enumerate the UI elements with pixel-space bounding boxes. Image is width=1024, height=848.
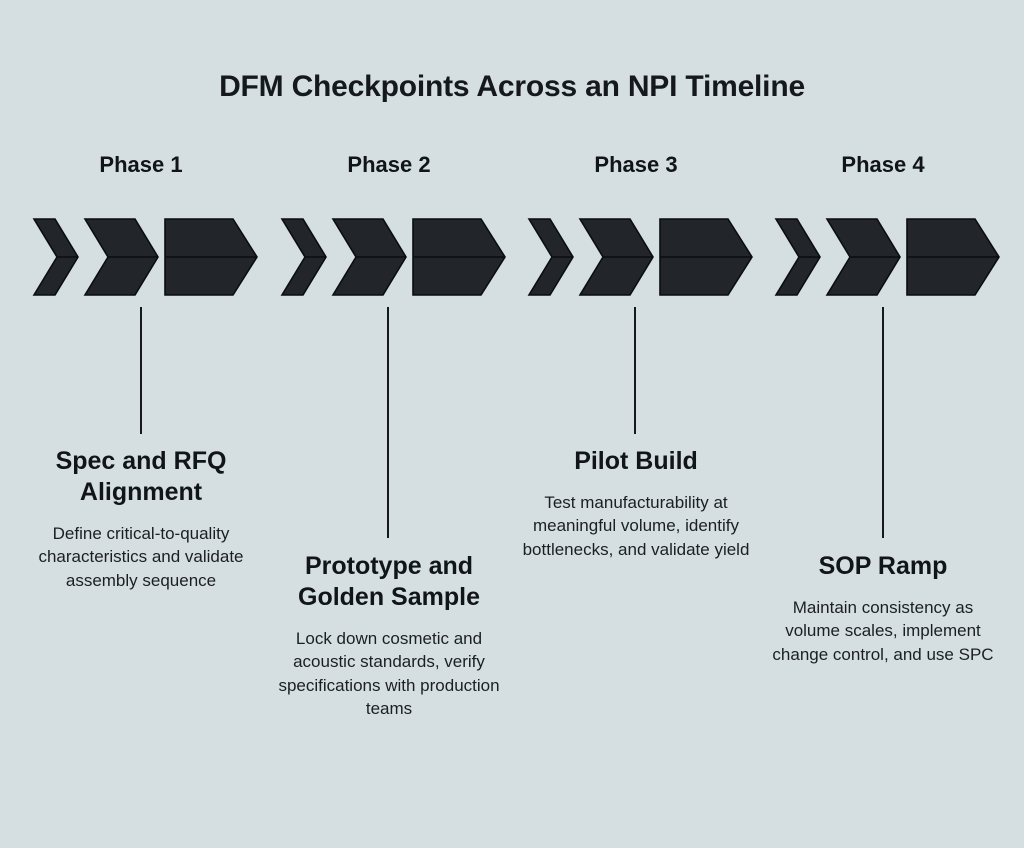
phase-connector-2: [387, 307, 389, 538]
chevron-group-1: [31, 216, 261, 298]
phase-connector-3: [634, 307, 636, 434]
phase-heading-1: Spec and RFQ Alignment: [55, 447, 227, 506]
phase-body-4: Maintain consistency as volume scales, i…: [772, 598, 994, 664]
phase-connector-1: [140, 307, 142, 434]
phase-heading-3: Pilot Build: [574, 447, 698, 475]
phase-connector-4: [882, 307, 884, 538]
phase-text-block-3: Pilot Build Test manufacturability at me…: [514, 446, 758, 561]
chevron-group-3: [526, 216, 756, 298]
phase-column-3: Phase 3 Pilot Build Test manufacturabili…: [508, 0, 764, 848]
phase-heading-2: Prototype and Golden Sample: [298, 552, 480, 611]
phase-column-2: Phase 2 Prototype and Golden Sample Lock…: [261, 0, 517, 848]
page-title: DFM Checkpoints Across an NPI Timeline: [219, 70, 805, 103]
phase-text-block-2: Prototype and Golden Sample Lock down co…: [267, 551, 511, 721]
phase-label-1: Phase 1: [99, 152, 183, 177]
phase-heading-4: SOP Ramp: [818, 552, 948, 580]
chevron-group-4: [773, 216, 1003, 298]
phase-body-1: Define critical-to-quality characteristi…: [38, 524, 244, 590]
phase-label-4: Phase 4: [841, 152, 925, 177]
phase-body-2: Lock down cosmetic and acoustic standard…: [278, 629, 500, 719]
chevron-group-2: [279, 216, 509, 298]
phase-column-1: Phase 1 Spec and RFQ Alignment Define cr…: [13, 0, 269, 848]
phase-label-2: Phase 2: [347, 152, 431, 177]
phase-text-block-1: Spec and RFQ Alignment Define critical-t…: [19, 446, 263, 592]
phase-body-3: Test manufacturability at meaningful vol…: [522, 493, 750, 559]
phase-text-block-4: SOP Ramp Maintain consistency as volume …: [761, 551, 1005, 666]
phase-column-4: Phase 4 SOP Ramp Maintain consistency as…: [755, 0, 1011, 848]
phase-label-3: Phase 3: [594, 152, 678, 177]
